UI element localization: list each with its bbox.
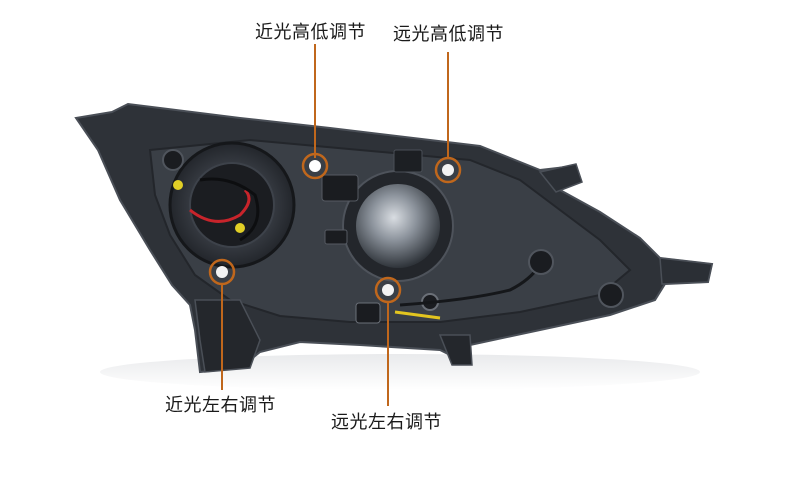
wire-black — [199, 177, 260, 242]
grommet-far-right — [598, 282, 624, 308]
connector-bottom — [355, 302, 381, 324]
low-beam-height-adjuster-ring — [301, 152, 329, 180]
mounting-bracket-right — [438, 334, 473, 366]
label-low-beam-lateral: 近光左右调节 — [165, 395, 276, 416]
label-high-beam-lateral: 远光左右调节 — [331, 412, 442, 433]
connector-yellow-1 — [173, 180, 183, 190]
connector-center — [321, 174, 359, 202]
wire-right — [399, 264, 542, 307]
mounting-tab-top — [538, 163, 583, 193]
high-beam-height-adjuster-ring — [434, 156, 462, 184]
connector-yellow-2 — [235, 223, 245, 233]
mounting-tab-right — [659, 257, 713, 285]
label-high-beam-height: 远光高低调节 — [393, 24, 504, 45]
low-beam-lateral-adjuster — [216, 266, 228, 278]
high-beam-lateral-adjuster — [382, 284, 394, 296]
grommet-left — [162, 149, 184, 171]
floor-shadow — [100, 354, 700, 390]
wire-red — [189, 188, 251, 223]
low-beam-cap — [189, 162, 275, 248]
vent-block — [393, 149, 423, 173]
projector-lens — [356, 184, 440, 268]
high-beam-height-adjuster — [442, 164, 454, 176]
connector-plug-small — [324, 229, 348, 245]
label-low-beam-height: 近光高低调节 — [255, 22, 366, 43]
grommet-right — [528, 249, 554, 275]
high-beam-lateral-adjuster-ring — [374, 276, 402, 304]
mounting-bracket-lower — [194, 299, 261, 373]
low-beam-lateral-adjuster-ring — [208, 258, 236, 286]
low-beam-height-adjuster — [309, 160, 321, 172]
wire-yellow — [394, 310, 441, 320]
